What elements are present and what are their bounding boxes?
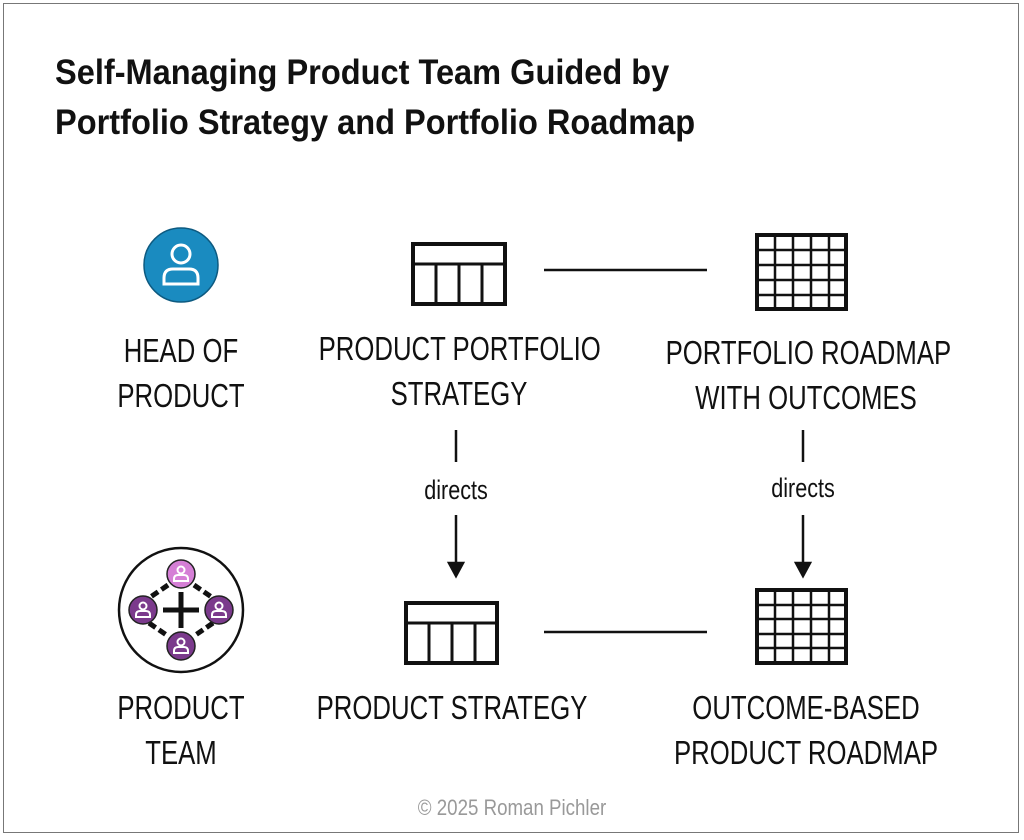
head-of-product-label: HEAD OF PRODUCT bbox=[41, 328, 322, 418]
product-roadmap-label: OUTCOME-BASED PRODUCT ROADMAP bbox=[666, 685, 947, 775]
label-line: PRODUCT bbox=[117, 377, 245, 414]
product-team-label: PRODUCT TEAM bbox=[41, 685, 322, 775]
product-strategy-icon bbox=[404, 601, 499, 665]
portfolio-strategy-icon bbox=[411, 242, 507, 306]
diagram-frame bbox=[3, 3, 1019, 833]
product-strategy-label: PRODUCT STRATEGY bbox=[312, 685, 593, 730]
product-team-icon bbox=[117, 546, 245, 674]
product-roadmap-icon bbox=[755, 588, 848, 665]
label-line: PRODUCT PORTFOLIO bbox=[318, 330, 601, 367]
portfolio-strategy-label: PRODUCT PORTFOLIO STRATEGY bbox=[318, 326, 601, 416]
label-line: STRATEGY bbox=[390, 375, 528, 412]
title-line-2: Portfolio Strategy and Portfolio Roadmap bbox=[55, 103, 696, 142]
portfolio-roadmap-label: PORTFOLIO ROADMAP WITH OUTCOMES bbox=[665, 330, 952, 420]
label-line: HEAD OF bbox=[123, 332, 239, 369]
head-of-product-icon bbox=[143, 227, 219, 303]
portfolio-roadmap-icon bbox=[755, 233, 848, 311]
arrow-right bbox=[793, 430, 813, 579]
directs-label-right: directs bbox=[771, 473, 835, 503]
arrow-left bbox=[446, 430, 466, 579]
title-line-1: Self-Managing Product Team Guided by bbox=[55, 53, 670, 92]
label-line: TEAM bbox=[145, 734, 217, 771]
diagram-title: Self-Managing Product Team Guided by Por… bbox=[55, 48, 695, 148]
label-line: OUTCOME-BASED bbox=[692, 689, 920, 726]
label-line: WITH OUTCOMES bbox=[695, 379, 917, 416]
label-line: PORTFOLIO ROADMAP bbox=[665, 334, 952, 371]
directs-label-left: directs bbox=[424, 475, 488, 505]
label-line: PRODUCT STRATEGY bbox=[316, 689, 588, 726]
label-line: PRODUCT ROADMAP bbox=[673, 734, 939, 771]
copyright: © 2025 Roman Pichler bbox=[417, 795, 607, 820]
label-line: PRODUCT bbox=[117, 689, 245, 726]
